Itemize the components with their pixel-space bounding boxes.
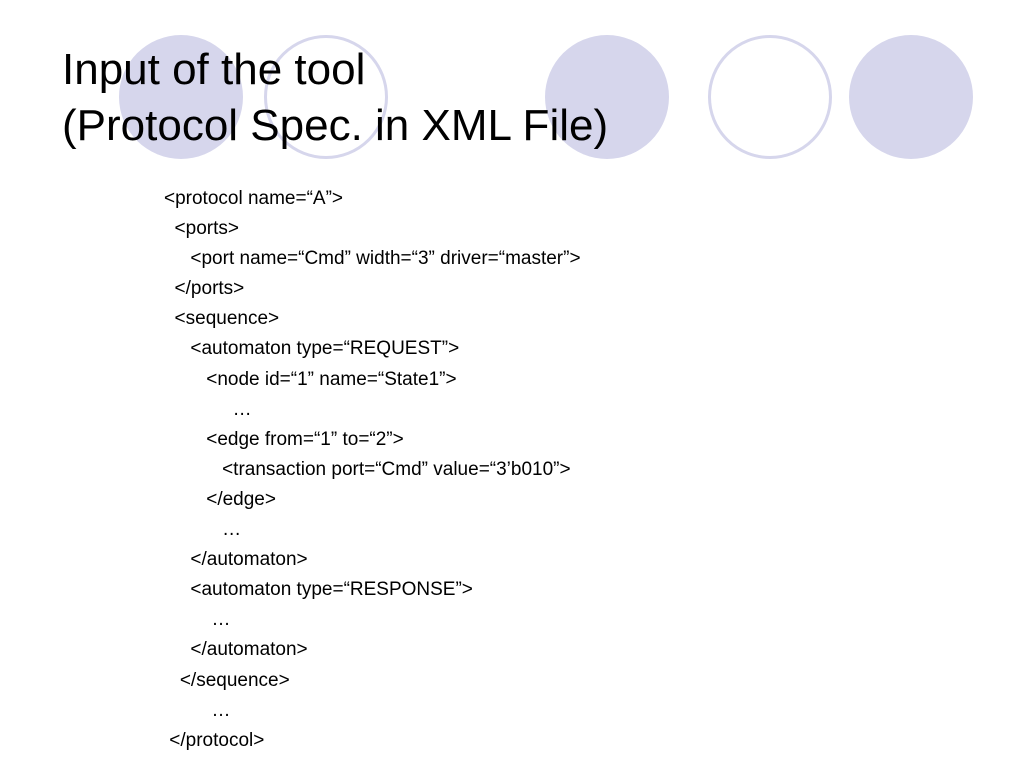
code-line: </ports>	[164, 278, 245, 300]
code-line: <node id=“1” name=“State1”>	[164, 368, 457, 390]
code-line: <automaton type=“RESPONSE”>	[164, 579, 473, 601]
slide-title-line-1: Input of the tool	[62, 45, 366, 94]
code-line: <edge from=“1” to=“2”>	[164, 428, 404, 450]
decorative-circle-3	[545, 35, 669, 159]
code-line: <sequence>	[164, 308, 280, 330]
decorative-circle-5	[849, 35, 973, 159]
code-line: …	[164, 519, 242, 541]
code-line: <protocol name=“A”>	[164, 188, 344, 209]
code-line: <transaction port=“Cmd” value=“3’b010”>	[164, 458, 571, 480]
code-line: …	[164, 699, 231, 721]
code-line: <ports>	[164, 218, 239, 240]
code-line: …	[164, 398, 252, 420]
code-line: </edge>	[164, 488, 276, 510]
code-line: </automaton>	[164, 549, 308, 571]
decorative-circle-1	[119, 35, 243, 159]
code-line: </protocol>	[164, 729, 265, 751]
xml-code-listing: <protocol name=“A”> <ports> <port name=“…	[164, 184, 581, 756]
code-line: </sequence>	[164, 669, 290, 691]
code-line: <port name=“Cmd” width=“3” driver=“maste…	[164, 248, 581, 270]
decorative-circle-2	[264, 35, 388, 159]
slide-title-line-2: (Protocol Spec. in XML File)	[62, 101, 609, 150]
slide-title: Input of the tool (Protocol Spec. in XML…	[62, 42, 608, 154]
code-line: <automaton type=“REQUEST”>	[164, 338, 460, 360]
code-line: </automaton>	[164, 639, 308, 661]
code-line: …	[164, 609, 231, 631]
decorative-circle-4	[708, 35, 832, 159]
